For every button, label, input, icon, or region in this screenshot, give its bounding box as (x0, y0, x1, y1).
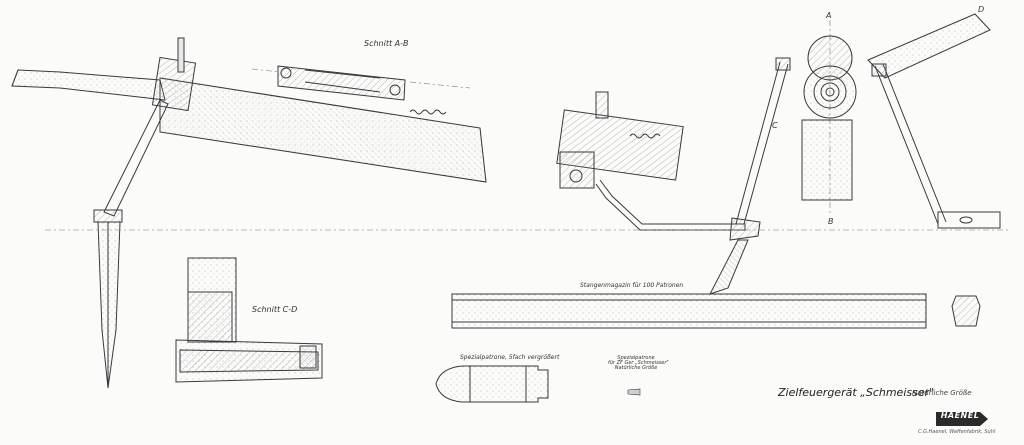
maker-imprint: C.G.Haenel, Waffenfabrik, Suhl (918, 429, 996, 435)
magazine-label: Stangenmagazin für 100 Patronen (580, 282, 684, 289)
cartridge-enlarged (435, 365, 549, 403)
section-cd-label: Schnitt C-D (252, 305, 298, 314)
section-ab-label: Schnitt A-B (364, 39, 409, 48)
drawing-title: Zielfeuergerät „Schmeisser" (778, 386, 935, 399)
section-letter-c: C (772, 121, 778, 130)
main-side-view (11, 37, 761, 389)
haenel-logo-text: HAENEL (940, 411, 980, 420)
section-letter-d: D (978, 5, 985, 14)
cartridge-note-line-3: Natürliche Größe (614, 365, 658, 371)
magazine-view (451, 293, 981, 329)
cartridge-note-line-1: Spezialpatrone (617, 355, 655, 361)
cartridge-note: Spezialpatrone für ZF Ger „Schmeisser" N… (608, 355, 669, 371)
centerlines (45, 68, 1010, 231)
logo-badge (936, 412, 988, 426)
drawing-subtitle: Natürliche Größe (912, 389, 972, 397)
haenel-logo: HAENEL (934, 410, 986, 424)
section-cd-view (175, 257, 323, 383)
section-letter-a: A (826, 11, 832, 20)
section-letter-b: B (828, 217, 834, 226)
cartridge-enlarged-label: Spezialpatrone, 5fach vergrößert (460, 354, 560, 361)
cartridge-note-line-2: für ZF Ger „Schmeisser" (608, 360, 669, 366)
front-view (735, 13, 1001, 229)
cartridge-small (627, 388, 641, 396)
